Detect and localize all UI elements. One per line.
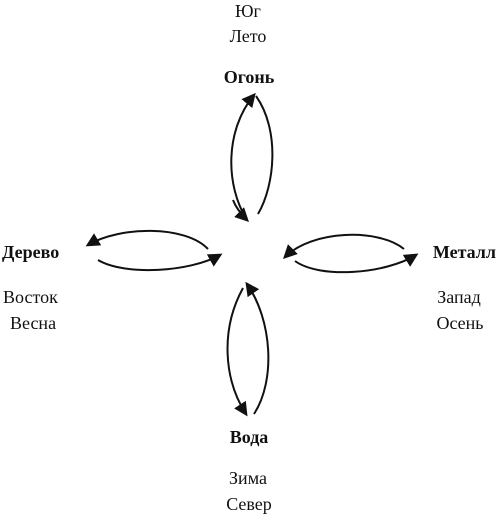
left-loop-bottom-arrow: [97, 253, 223, 272]
left-season-label: Весна: [10, 313, 57, 333]
metal-element-label: Металл: [432, 242, 496, 262]
wood-element-label: Дерево: [2, 242, 60, 262]
water-element-label: Вода: [229, 427, 269, 447]
left-direction-label: Восток: [3, 287, 58, 307]
top-loop-lower-arrowhead: [232, 199, 249, 222]
top-loop-right-arrow: [255, 95, 274, 215]
top-season-label: Лето: [229, 26, 267, 46]
bottom-direction-label: Север: [226, 494, 272, 514]
bottom-loop-right-arrow: [245, 281, 270, 415]
right-loop-bottom-arrow: [294, 253, 419, 274]
left-loop-top-arrow: [85, 229, 209, 250]
right-direction-label: Запад: [437, 287, 481, 307]
bottom-season-label: Зима: [229, 468, 267, 488]
bottom-loop-left-arrow: [226, 287, 248, 417]
top-loop-left-arrow: [230, 92, 256, 221]
fire-element-label: Огонь: [223, 67, 275, 87]
right-loop-top-arrow: [283, 233, 405, 259]
right-season-label: Осень: [436, 313, 484, 333]
top-direction-label: Юг: [235, 1, 261, 21]
